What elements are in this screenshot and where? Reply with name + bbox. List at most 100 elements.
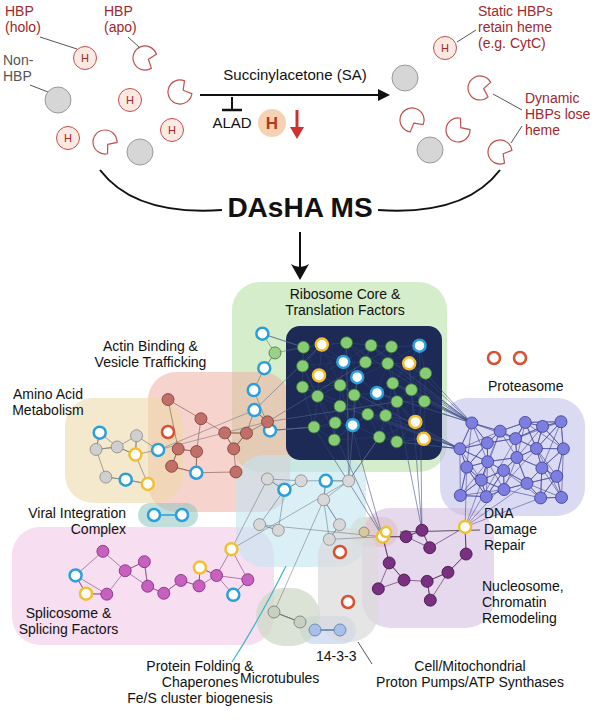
network-edge: [303, 387, 314, 427]
cluster-name: Proton Pumps/ATP Synthases: [374, 674, 566, 690]
network-edge: [365, 347, 391, 362]
network-edge: [125, 562, 144, 571]
network-edge: [500, 431, 515, 438]
network-edge: [302, 347, 304, 366]
network-edge: [172, 449, 179, 466]
protein-node: [391, 396, 403, 408]
network-edge: [377, 393, 472, 423]
network-edge: [460, 423, 472, 449]
holo-protein: H: [118, 88, 142, 112]
protein-node: [334, 519, 346, 531]
network-edge: [357, 364, 388, 378]
network-edge: [340, 362, 343, 385]
network-edge: [234, 433, 247, 449]
network-edge: [525, 421, 561, 423]
cluster-name: Viral Integration Complex: [8, 505, 126, 537]
leader-line: [400, 530, 480, 532]
heme-binding-protein: [70, 569, 82, 581]
heme-letter: H: [266, 115, 278, 132]
heme-binding-protein: [514, 352, 526, 364]
network-edge: [423, 401, 425, 439]
network-edge: [536, 426, 542, 448]
network-edge: [246, 422, 267, 433]
network-edge: [411, 390, 424, 401]
heme-letter: H: [441, 43, 449, 54]
network-edge: [135, 436, 136, 455]
non-hbp-protein: [127, 139, 153, 165]
network-edge: [178, 449, 196, 452]
network-edge: [393, 383, 412, 390]
network-edge: [448, 554, 466, 572]
network-edge: [340, 395, 354, 406]
cluster-region: Nucleosome, Chromatin Remodeling: [362, 508, 494, 628]
network-edge: [397, 390, 411, 402]
network-edge: [541, 476, 557, 498]
network-edge: [409, 363, 425, 373]
protein-node: [219, 427, 231, 439]
network-edge: [557, 476, 562, 497]
network-edge: [326, 480, 349, 481]
network-edge: [379, 416, 385, 437]
network-edge: [334, 406, 340, 440]
protein-node: [460, 548, 472, 560]
heme-binding-protein: [142, 478, 154, 490]
holo-protein: H: [160, 118, 184, 142]
network-edge: [371, 345, 388, 363]
network-edge: [349, 437, 380, 481]
leader-line: [493, 94, 522, 110]
network-edge: [303, 387, 318, 396]
network-edge: [527, 483, 562, 497]
protein-node: [382, 358, 394, 370]
network-edge: [465, 527, 466, 554]
network-edge: [303, 366, 383, 537]
network-edge: [275, 347, 303, 353]
heme-binding-protein: [120, 474, 132, 486]
network-edge: [371, 345, 472, 423]
apo-protein: [446, 118, 470, 142]
protein-node: [295, 475, 307, 487]
heme-binding-protein: [94, 427, 106, 439]
network-edge: [467, 443, 488, 467]
protein-node: [348, 389, 360, 401]
cluster-label: Cell/MitochondrialProton Pumps/ATP Synth…: [374, 658, 566, 690]
network-edge: [527, 476, 557, 483]
network-edge: [264, 353, 275, 368]
network-edge: [126, 480, 148, 484]
network-edge: [254, 345, 321, 411]
network-edge: [353, 395, 355, 425]
heme-binding-protein: [225, 543, 237, 555]
protein-node: [254, 519, 266, 531]
network-edge: [465, 422, 525, 527]
network-edge: [158, 410, 254, 450]
network-edge: [270, 427, 314, 430]
network-edge: [536, 448, 556, 476]
heme-binding-protein: [190, 467, 202, 479]
protein-node: [318, 494, 330, 506]
network-edge: [467, 467, 487, 497]
heme-binding-protein: [403, 357, 415, 369]
network-edge: [314, 396, 318, 427]
network-edge: [262, 334, 303, 347]
merge-curve: [378, 170, 500, 211]
network-edge: [303, 387, 460, 449]
cluster-region: Proteasome: [440, 398, 585, 516]
network-edge: [347, 343, 358, 377]
heme-binding-protein: [381, 527, 391, 537]
network-edge: [377, 393, 386, 416]
cluster-name: Proteasome: [488, 378, 588, 394]
network-edge: [322, 343, 347, 345]
network-edge: [525, 422, 542, 426]
network-edge: [487, 439, 515, 443]
protein-node: [297, 341, 309, 353]
network-edge: [488, 431, 501, 462]
network-edge: [481, 470, 503, 480]
protein-node: [111, 441, 123, 453]
protein-node: [131, 430, 143, 442]
cluster-label: Amino Acid Metabolism: [3, 386, 93, 418]
network-edge: [504, 457, 517, 470]
network-edge: [389, 563, 404, 580]
heme-binding-protein: [264, 424, 276, 436]
network-edge: [324, 481, 326, 500]
network-edge: [335, 423, 353, 425]
network-edge: [284, 481, 301, 490]
